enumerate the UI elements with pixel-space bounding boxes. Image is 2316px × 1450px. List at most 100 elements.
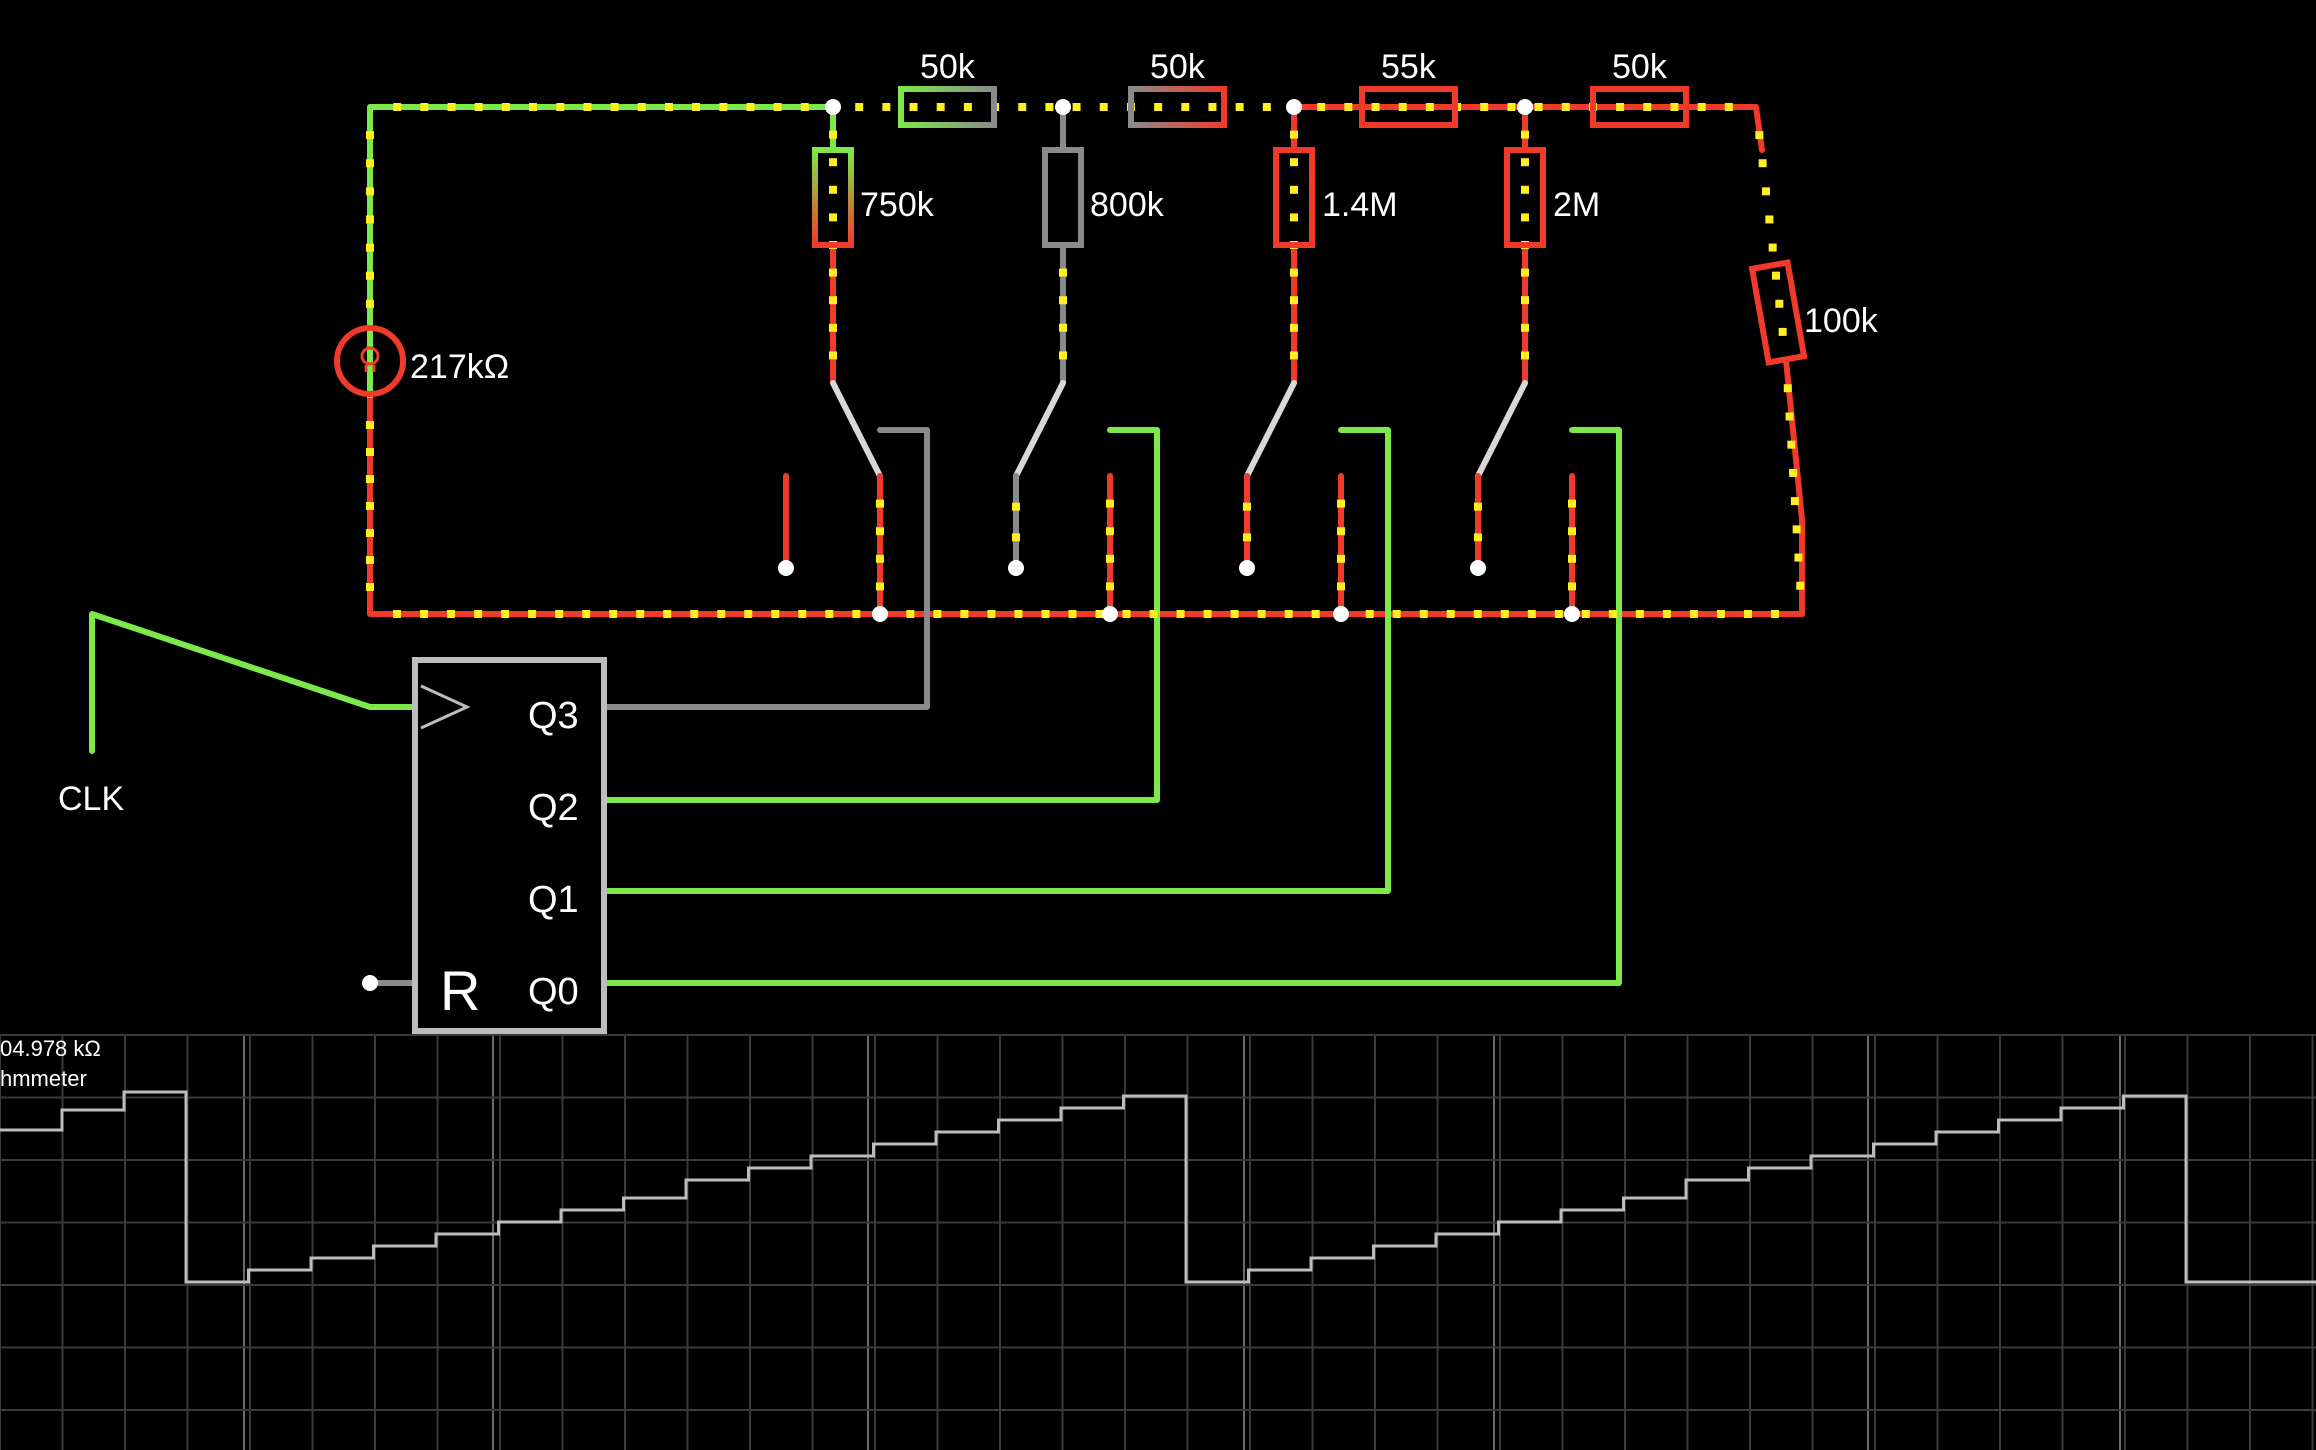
current-dot bbox=[1521, 323, 1529, 332]
reset-terminal[interactable] bbox=[362, 975, 378, 991]
current-dot bbox=[1344, 103, 1353, 111]
series-resistor-3-label: 55k bbox=[1381, 48, 1437, 86]
current-dot bbox=[1521, 130, 1529, 139]
current-dot bbox=[1554, 610, 1563, 618]
switch4-blade[interactable] bbox=[1475, 380, 1528, 479]
current-dot bbox=[393, 103, 402, 111]
counter-chip[interactable]: Q3 Q2 Q1 Q0 R bbox=[412, 657, 607, 1034]
current-dot bbox=[1059, 296, 1067, 305]
switch3-terminal bbox=[1239, 560, 1255, 576]
current-dot bbox=[366, 131, 374, 140]
current-dot bbox=[1059, 323, 1067, 332]
current-dot bbox=[1507, 103, 1516, 111]
ohmmeter[interactable] bbox=[334, 325, 406, 398]
current-dot bbox=[366, 159, 374, 168]
current-dot bbox=[1772, 271, 1780, 280]
current-dot bbox=[420, 103, 429, 111]
series-resistor-3[interactable] bbox=[1359, 86, 1458, 128]
counter-body bbox=[412, 657, 607, 1034]
current-dot bbox=[829, 185, 837, 194]
current-dot bbox=[366, 448, 374, 456]
current-dot bbox=[1787, 440, 1796, 449]
current-dot bbox=[798, 610, 807, 618]
current-dot bbox=[1474, 502, 1482, 511]
current-dot bbox=[1527, 610, 1536, 618]
current-dot bbox=[528, 610, 537, 618]
current-dot bbox=[829, 130, 837, 139]
current-dot bbox=[366, 421, 374, 429]
current-dot bbox=[1290, 185, 1298, 194]
switch3-blade[interactable] bbox=[1244, 380, 1297, 479]
branch-resistor-1[interactable] bbox=[812, 147, 854, 248]
current-dot bbox=[1018, 103, 1027, 111]
counter-reset-label: R bbox=[440, 959, 480, 1022]
current-dot bbox=[366, 502, 374, 510]
series-resistor-2[interactable] bbox=[1128, 86, 1227, 128]
switch1-terminal bbox=[778, 560, 794, 576]
current-dot bbox=[1568, 582, 1576, 591]
current-dot bbox=[529, 103, 538, 111]
counter-output-q0: Q0 bbox=[528, 971, 579, 1013]
branch-resistor-4[interactable] bbox=[1504, 147, 1546, 248]
current-dot bbox=[1149, 610, 1158, 618]
current-dot bbox=[1106, 527, 1114, 536]
current-dot bbox=[1724, 103, 1733, 111]
node bbox=[1286, 99, 1302, 115]
node bbox=[1055, 99, 1071, 115]
current-dot bbox=[1371, 103, 1380, 111]
series-resistor-4-label: 50k bbox=[1612, 48, 1668, 86]
current-dot bbox=[829, 268, 837, 277]
branch-resistor-3[interactable] bbox=[1273, 147, 1315, 248]
current-dot bbox=[474, 103, 483, 111]
nodes bbox=[362, 99, 1580, 991]
current-dot bbox=[366, 556, 374, 564]
current-dot bbox=[963, 103, 972, 111]
current-dot bbox=[1122, 610, 1131, 618]
current-dot bbox=[1337, 499, 1345, 508]
current-dot bbox=[1235, 103, 1244, 111]
current-dot bbox=[366, 529, 374, 537]
current-dot bbox=[1568, 527, 1576, 536]
switch1-blade[interactable] bbox=[830, 380, 883, 479]
current-dot bbox=[1262, 103, 1271, 111]
current-dot bbox=[1398, 103, 1407, 111]
current-dot bbox=[825, 610, 834, 618]
current-dot bbox=[1099, 103, 1108, 111]
current-dot bbox=[1765, 215, 1774, 224]
current-dot bbox=[501, 610, 510, 618]
current-dot bbox=[610, 103, 619, 111]
branch-resistor-2[interactable] bbox=[1042, 147, 1084, 248]
current-dot bbox=[1474, 533, 1482, 542]
current-dot bbox=[1796, 581, 1805, 590]
series-resistor-1[interactable] bbox=[898, 86, 997, 128]
current-dot bbox=[829, 351, 837, 360]
current-dot bbox=[1290, 158, 1298, 167]
current-dot bbox=[1785, 412, 1794, 421]
current-dot bbox=[987, 610, 996, 618]
lamp-icon bbox=[334, 325, 406, 397]
scope-trace bbox=[0, 1090, 2316, 1284]
switch2-blade[interactable] bbox=[1013, 380, 1066, 479]
current-dot bbox=[1106, 582, 1114, 591]
series-resistor-4[interactable] bbox=[1590, 86, 1689, 128]
current-dot bbox=[1790, 497, 1799, 506]
end-resistor[interactable] bbox=[1748, 259, 1808, 366]
current-dot bbox=[852, 610, 861, 618]
current-dot bbox=[636, 610, 645, 618]
current-dot bbox=[1670, 103, 1679, 111]
current-dot bbox=[1792, 525, 1801, 534]
current-dot bbox=[1317, 103, 1326, 111]
switch4-terminal bbox=[1470, 560, 1486, 576]
current-dot bbox=[746, 103, 755, 111]
current-dot bbox=[933, 610, 942, 618]
current-dot bbox=[1743, 610, 1752, 618]
current-dot bbox=[1290, 323, 1298, 332]
current-dot bbox=[1041, 610, 1050, 618]
node bbox=[1564, 606, 1580, 622]
node bbox=[1102, 606, 1118, 622]
current-dot bbox=[1783, 384, 1792, 393]
current-dot bbox=[936, 103, 945, 111]
current-dot bbox=[556, 103, 565, 111]
current-dot bbox=[1770, 610, 1779, 618]
current-dot bbox=[501, 103, 510, 111]
